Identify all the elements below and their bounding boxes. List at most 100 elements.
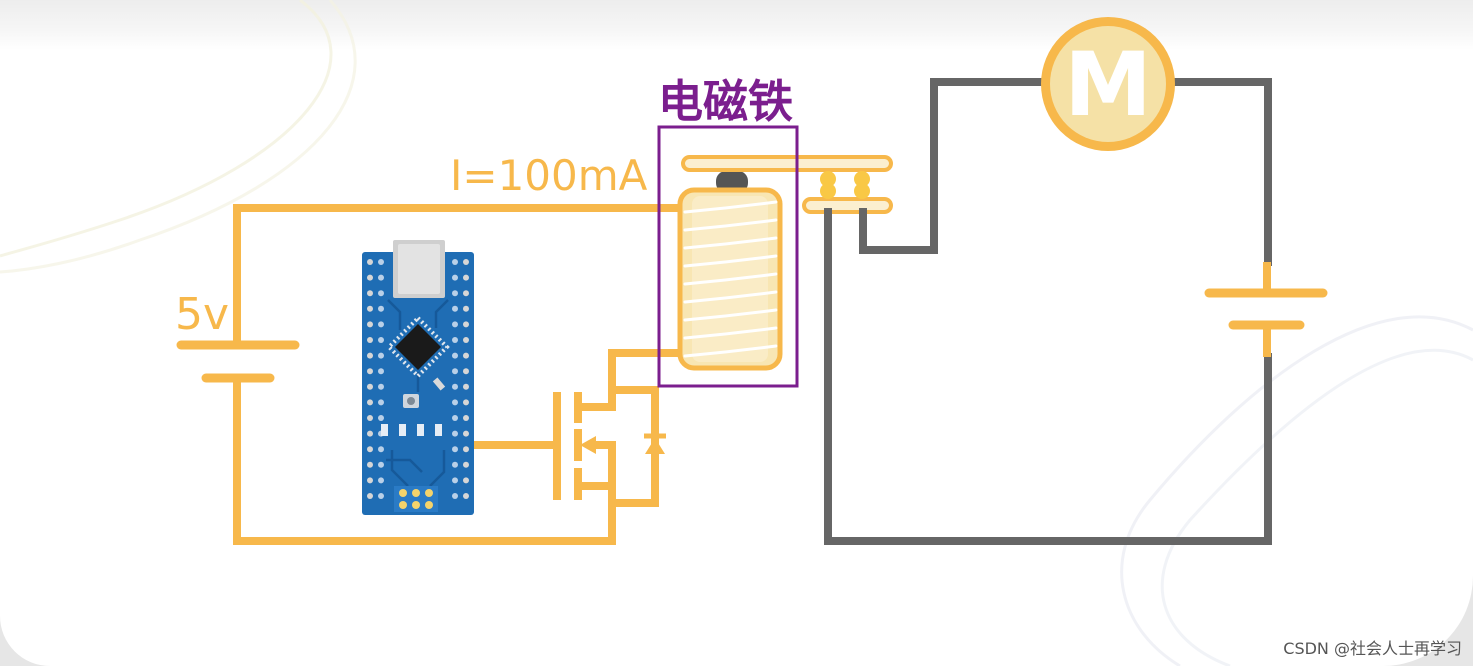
microcontroller-chip: [386, 315, 450, 379]
board-trace: [386, 458, 423, 473]
board-pin-pad: [463, 477, 469, 484]
board-pin-pad: [378, 321, 384, 328]
board-trace: [434, 299, 449, 328]
board-pin-pad: [463, 446, 469, 453]
board-pin-pad: [452, 446, 458, 453]
motor-icon: M: [1041, 17, 1175, 151]
led: [381, 424, 388, 436]
board-pin-pad: [367, 305, 373, 312]
board-pin-pad: [378, 259, 384, 265]
board-pin-pad: [452, 290, 458, 297]
wire-supply-top: [233, 204, 684, 349]
board-pin-pad: [463, 337, 469, 343]
load-circuit: M: [824, 17, 1328, 545]
board-pin-pad: [378, 290, 384, 297]
electromagnet-title: 电磁铁: [658, 75, 793, 128]
coil-windings: [683, 200, 778, 358]
board-pin-pad: [367, 352, 373, 359]
voltage-label: 5v: [175, 289, 229, 340]
icsp-pin: [412, 489, 420, 497]
relay-armature: [681, 155, 893, 214]
board-pin-pad: [463, 461, 469, 468]
led: [399, 424, 406, 436]
board-pin-pad: [463, 352, 469, 359]
icsp-header: [394, 486, 438, 512]
icsp-pin: [399, 501, 407, 509]
board-pin-pad: [367, 290, 373, 297]
wire-load-contact: [859, 78, 1046, 254]
coil-winding: [683, 344, 778, 358]
board-pin-pad: [367, 446, 373, 453]
relay-contact-icon: [820, 183, 836, 199]
decorative-curve: [0, 0, 357, 274]
chip-pin-ring: [386, 315, 450, 379]
small-component: [432, 377, 446, 391]
wire-drain: [574, 349, 684, 411]
diode-triangle: [645, 438, 665, 454]
icsp-pin: [412, 501, 420, 509]
board-pin-pad: [463, 430, 469, 437]
status-leds: [381, 424, 442, 436]
board-pin-pad: [452, 415, 458, 421]
board-pin-pad: [463, 493, 469, 499]
chip-body: [395, 324, 441, 370]
board-pin-pad: [463, 290, 469, 297]
board-pin-pad: [463, 383, 469, 390]
board-pin-pad: [463, 415, 469, 421]
board-pin-pad: [378, 383, 384, 390]
wire-load-right-top: [1171, 78, 1272, 266]
board-pin-headers: [367, 259, 469, 499]
board-trace: [429, 450, 446, 487]
board-pin-pad: [452, 477, 458, 484]
board-pin-pad: [378, 461, 384, 468]
board-pin-pad: [378, 415, 384, 421]
reset-button-cap: [407, 397, 415, 405]
wire-load-bottom: [824, 208, 1272, 545]
board-pin-pad: [463, 259, 469, 265]
coil-winding: [683, 200, 778, 214]
arduino-nano-icon: [362, 240, 474, 515]
board-pin-pad: [463, 368, 469, 375]
board-pin-pad: [452, 430, 458, 437]
board-pin-pad: [452, 274, 458, 281]
electromagnet-outline-box: [657, 125, 799, 388]
led: [417, 424, 424, 436]
board-pin-pad: [463, 399, 469, 406]
board-pin-pad: [367, 493, 373, 499]
coil-winding: [683, 290, 778, 304]
board-pin-pad: [452, 368, 458, 375]
battery-icon: [1204, 262, 1328, 357]
board-pin-pad: [378, 305, 384, 312]
diode-loop-wire: [608, 386, 659, 507]
coil-winding: [683, 254, 778, 268]
relay-contact-icon: [820, 171, 836, 187]
current-label: I=100mA: [450, 151, 648, 200]
motor-label: M: [1064, 33, 1152, 136]
reset-button-icon: [403, 394, 419, 408]
board-pin-pad: [452, 399, 458, 406]
control-circuit: [176, 204, 684, 545]
icsp-pin: [425, 501, 433, 509]
decorative-curve: [1160, 348, 1473, 666]
board-pin-pad: [378, 337, 384, 343]
board-trace: [387, 299, 402, 330]
board-pin-pad: [367, 461, 373, 468]
board-pin-pad: [367, 430, 373, 437]
armature-top-bar: [681, 155, 893, 172]
relay-contact-icon: [854, 183, 870, 199]
icsp-pin: [425, 489, 433, 497]
board-pin-pad: [452, 321, 458, 328]
coil-winding: [683, 272, 778, 286]
coil-winding: [683, 326, 778, 340]
board-pin-pad: [378, 477, 384, 484]
electromagnet-coil-icon: [677, 171, 783, 371]
board-pin-pad: [452, 352, 458, 359]
board-pin-pad: [463, 274, 469, 281]
board-pin-pad: [367, 368, 373, 375]
mosfet-arrow-icon: [580, 436, 596, 454]
relay-contact-icon: [854, 171, 870, 187]
led: [435, 424, 442, 436]
board-pin-pad: [463, 321, 469, 328]
